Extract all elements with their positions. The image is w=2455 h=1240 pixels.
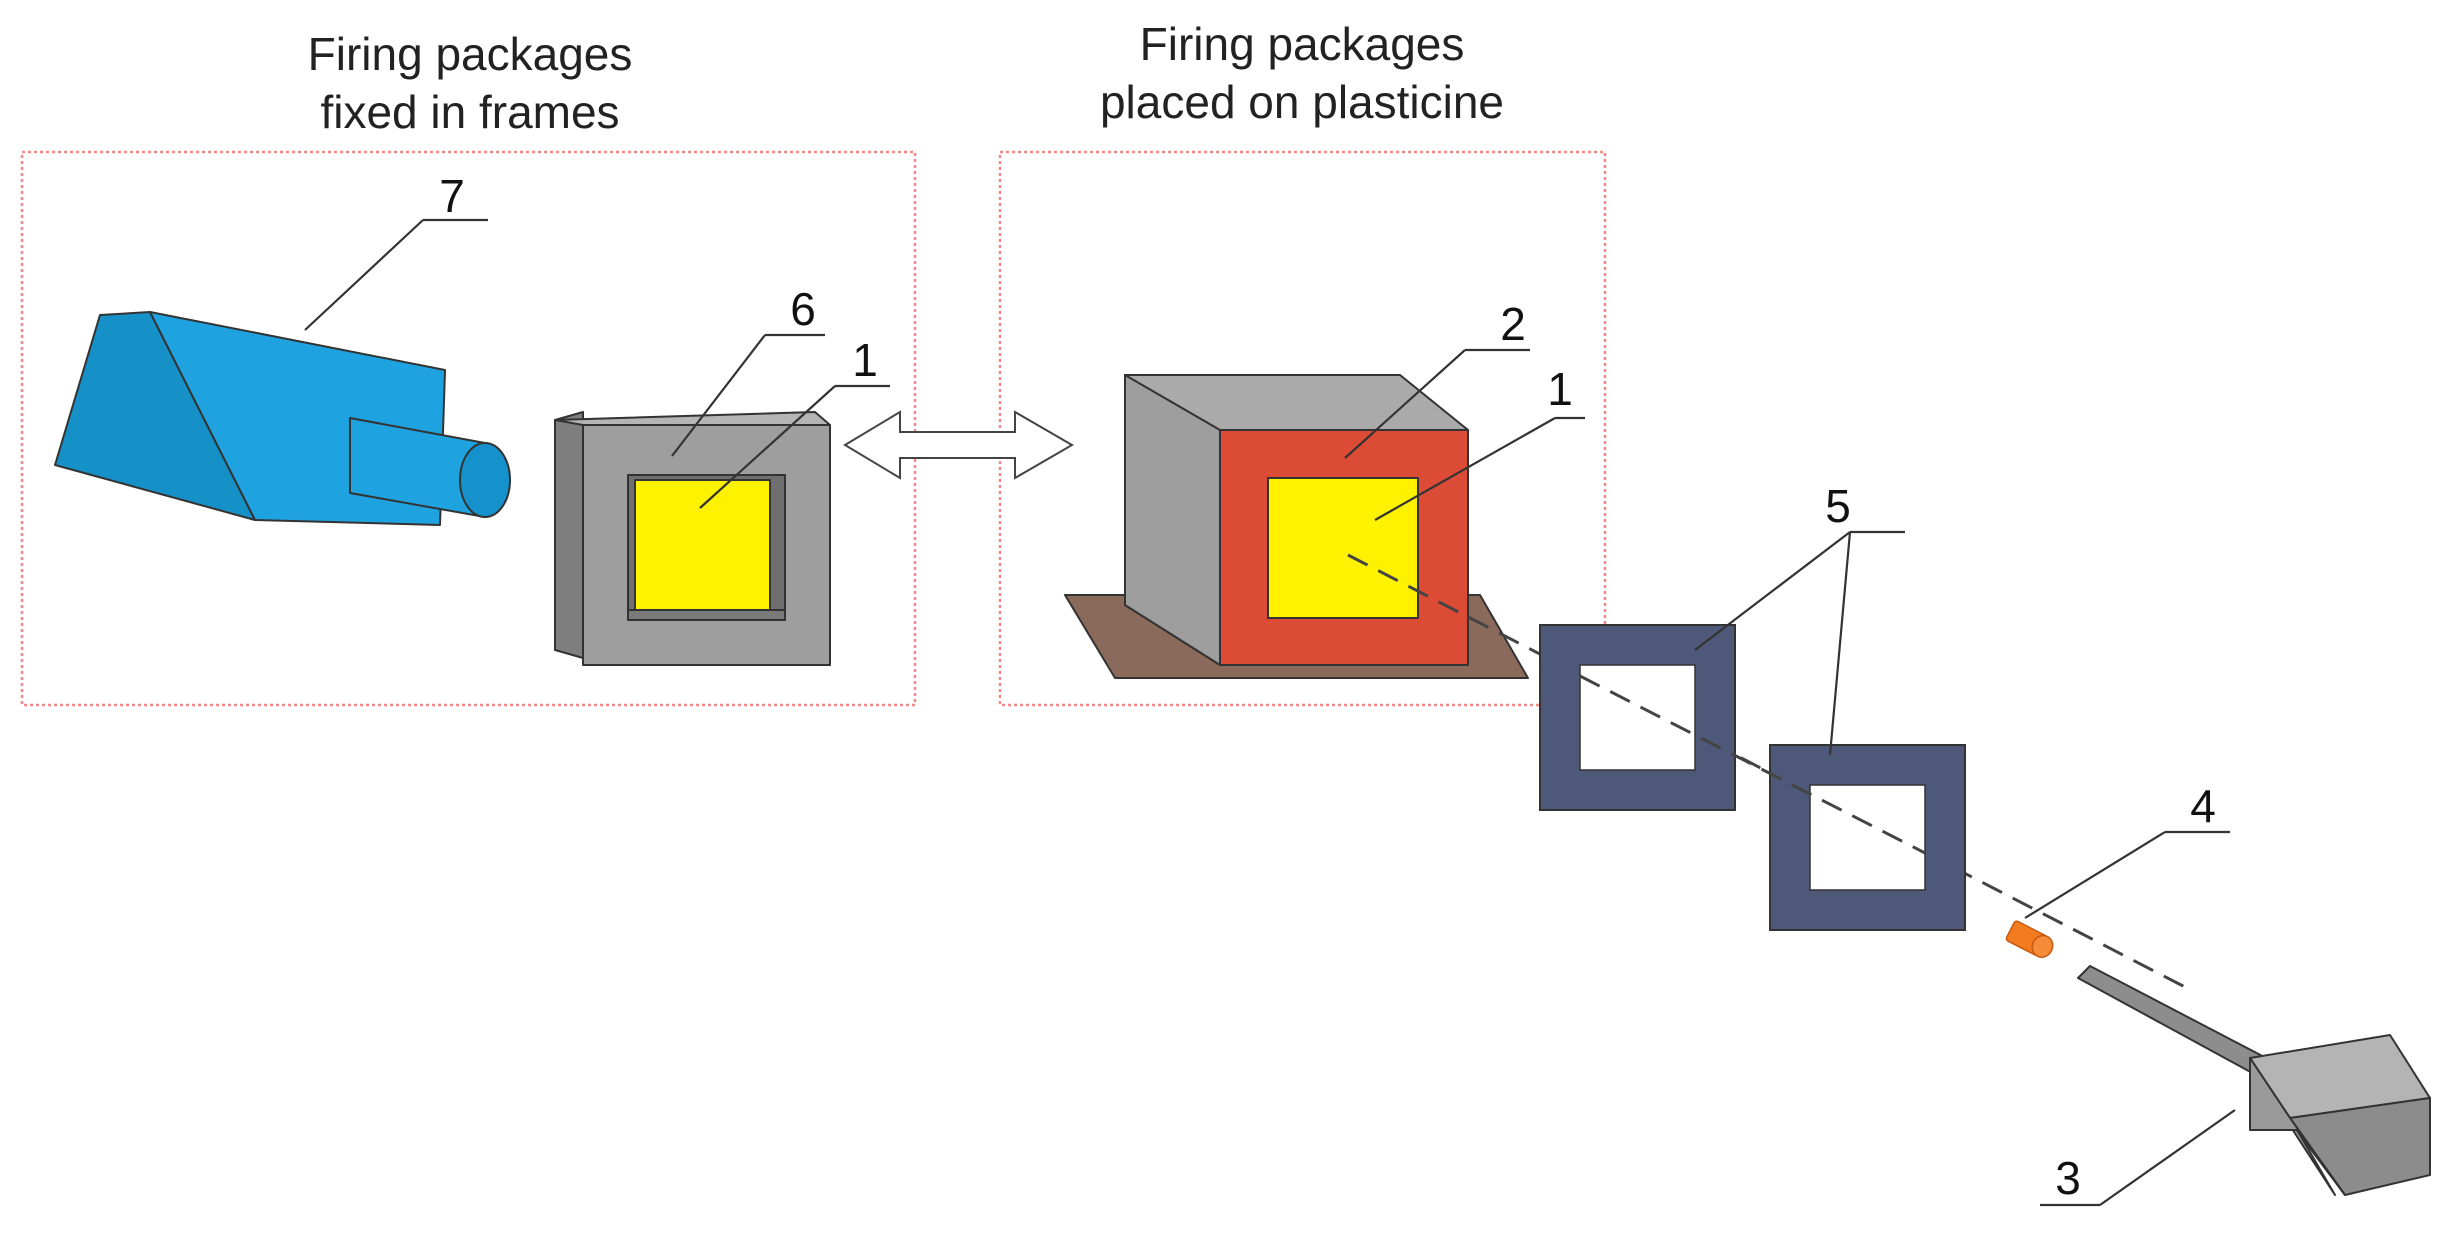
gun-leader	[2099, 1109, 2236, 1206]
right-panel-title-line2: placed on plasticine	[1100, 76, 1504, 128]
camera	[54, 311, 511, 526]
gun	[2077, 965, 2431, 1196]
package-right	[1267, 477, 1419, 619]
trajectory-over-screens	[1579, 674, 1926, 855]
screens-leader-1	[1694, 531, 1851, 651]
package-left	[634, 479, 771, 611]
bullet-trajectory	[1347, 553, 2186, 989]
bullet	[2005, 920, 2054, 958]
screen-1	[1539, 624, 1736, 811]
package-left-leader	[699, 385, 836, 509]
frame-number: 6	[790, 283, 816, 335]
right-panel-title-line1: Firing packages	[1140, 18, 1465, 70]
screens-number: 5	[1825, 480, 1851, 532]
right-panel-border	[998, 150, 1607, 707]
frame-leader	[671, 334, 766, 457]
bullet-number: 4	[2190, 780, 2216, 832]
package-right-number: 1	[1547, 363, 1573, 415]
left-panel-border	[20, 150, 917, 707]
camera-leader	[304, 219, 424, 331]
left-panel-title-line2: fixed in frames	[320, 86, 619, 138]
double-arrow-icon	[843, 410, 1074, 480]
screen-2	[1769, 744, 1966, 931]
plasticine-number: 2	[1500, 298, 1526, 350]
left-panel-title-line1: Firing packages	[308, 28, 633, 80]
screens-leader-2	[1828, 531, 1852, 756]
camera-number: 7	[439, 170, 465, 222]
frame-with-package	[554, 411, 831, 666]
gun-number: 3	[2055, 1152, 2081, 1204]
plasticine-block	[1064, 374, 1529, 679]
package-right-leader	[1374, 417, 1556, 521]
plasticine-leader	[1344, 349, 1466, 459]
package-left-number: 1	[852, 334, 878, 386]
bullet-leader	[2024, 831, 2166, 919]
